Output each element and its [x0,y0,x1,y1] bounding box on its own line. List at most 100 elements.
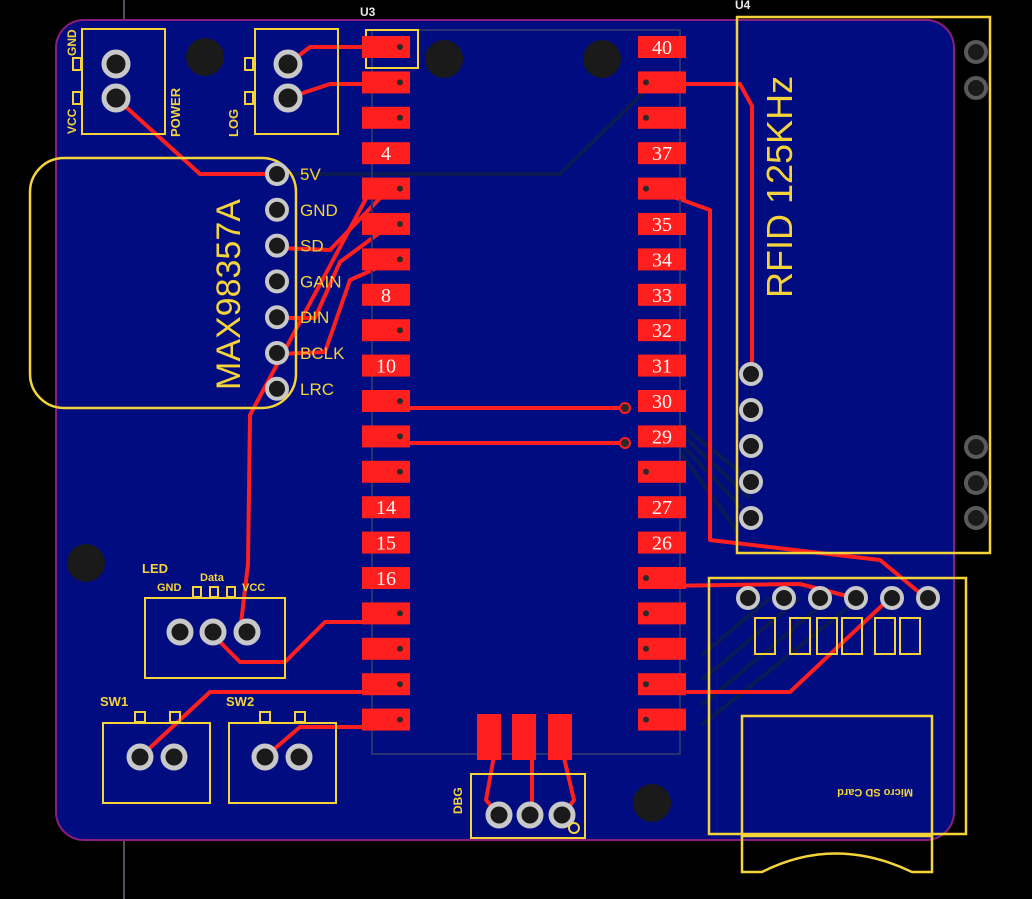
mcu-right-pad [638,71,686,94]
mcu-right-pad [638,567,686,589]
sw2-outline [228,722,337,804]
through-hole-pad [101,83,131,113]
component-outline [874,617,896,655]
sw2-label: SW2 [226,694,254,709]
mcu-pad-number: 32 [652,320,672,342]
amplifier-pin-label: LRC [300,380,334,399]
debug-pad [477,714,501,760]
mcu-left-pad [362,390,410,412]
mcu-left-pad [362,106,410,129]
mcu-right-pad [638,213,686,235]
via [643,575,649,581]
mcu-pad-number: 4 [381,143,391,165]
sd-card-module: Micro SD Card [707,576,968,874]
through-hole-pad [739,506,763,530]
via [397,256,403,263]
via [397,327,403,334]
through-hole-pad [964,471,988,495]
via [643,79,649,86]
mcu-left-pads: 4 8 10 14 15 16 [362,36,410,731]
power-label: POWER [168,87,183,137]
mcu-right-pad [638,531,686,554]
mcu-pad-number: 8 [381,285,391,307]
via [643,645,649,652]
mcu-left-pad [362,496,410,519]
mcu-left-pad [362,177,410,200]
debug-pad [512,714,536,760]
mcu-right-pad [638,425,686,448]
mcu-left-pad [362,673,410,696]
via [643,185,649,192]
component-outline [754,617,776,655]
through-hole-pad [548,801,576,829]
mcu-pad-number: 10 [376,356,396,378]
mcu-left-pad [362,531,410,554]
via [643,468,649,475]
mounting-hole-icon [67,544,105,582]
through-hole-pad [739,398,763,422]
via [643,610,649,617]
switch-sw1: SW1 [100,694,211,804]
through-hole-pad [273,83,303,113]
mcu-pad-number: 14 [376,497,396,519]
through-hole-pad [964,76,988,100]
amplifier-pin-label: 5V [300,165,321,184]
mcu-pad-number: 33 [652,285,672,307]
component-outline [899,617,921,655]
through-hole-pad [880,586,904,610]
mcu-right-pad [638,36,686,58]
mcu-pad-number: 16 [376,568,396,590]
through-hole-pad [808,586,832,610]
power-connector: GND VCC POWER [65,28,183,137]
via [397,185,403,192]
mcu-left-pad [362,142,410,165]
via [397,221,403,227]
led-connector: LED GND Data VCC [142,561,286,679]
mcu-left-pad [362,213,410,235]
component-outline [789,617,811,655]
through-hole-pad [265,305,289,330]
amplifier-outline [28,156,298,410]
through-hole-pad [101,49,131,79]
through-hole-pad [166,618,194,646]
mcu-pad-number: 29 [652,426,672,448]
through-hole-pad [736,586,760,610]
via [397,114,403,121]
mcu-right-pad [638,142,686,165]
sw1-outline [102,722,211,804]
switch-sw2: SW2 [226,694,337,804]
pin-tab [72,57,82,71]
through-hole-pad [964,506,988,530]
sd-slot-outline [740,714,934,838]
designator-u3: U3 [360,5,376,19]
pin-tab [244,91,254,105]
mcu-right-pad [638,354,686,377]
mcu-right-pad [638,390,686,412]
mcu-right-pad [638,637,686,660]
through-hole-pad [273,49,303,79]
via [643,681,649,688]
dbg-outline [470,773,586,839]
rfid-side-pins [964,40,988,530]
mounting-hole-icon [633,784,671,822]
mcu-pad-number: 37 [652,143,672,165]
mcu-pad-number: 27 [652,497,672,519]
led-outline [144,597,286,679]
mcu-right-pad [638,248,686,271]
mounting-hole-icon [583,40,621,78]
mcu-left-pad [362,567,410,589]
mcu-pad-number: 15 [376,533,396,555]
sd-module-outline [707,576,968,836]
debug-pad [548,714,572,760]
sd-component-outlines [754,617,921,655]
led-data-label: Data [200,572,225,584]
mcu-pad-number: 35 [652,214,672,236]
log-outline [254,28,339,135]
debug-connector: DBG [451,714,586,839]
mcu-left-pad [362,602,410,625]
amplifier-pin-label: GAIN [300,272,342,291]
through-hole-pad [251,743,279,771]
